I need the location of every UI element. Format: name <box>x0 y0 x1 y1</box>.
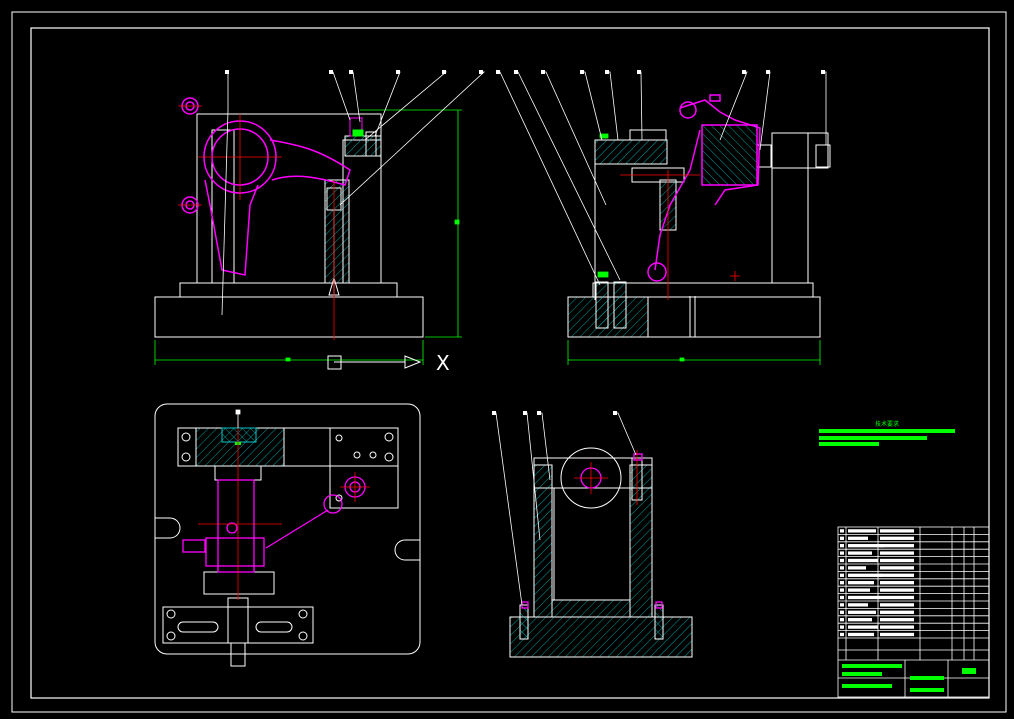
title-block-cell-text <box>848 618 872 622</box>
title-block-cell-text <box>880 603 914 607</box>
front-leaders <box>221 71 486 316</box>
title-block-cell-text <box>848 573 882 577</box>
title-block-cell-text <box>848 581 874 585</box>
section-view <box>509 447 693 658</box>
title-block-cell-text <box>880 551 914 555</box>
title-block-cell-text <box>840 595 844 600</box>
title-block-cell-text <box>840 625 844 629</box>
top-hatch <box>221 427 257 445</box>
front-dimensions <box>154 109 462 365</box>
top-leader <box>235 409 241 428</box>
section-balloons <box>492 411 617 415</box>
title-block-cell-text <box>848 603 868 607</box>
side-view <box>567 129 831 338</box>
title-block-cell-text <box>880 588 914 592</box>
title-block-cell-text <box>848 610 876 614</box>
title-block-cell-text <box>880 595 914 600</box>
front-view <box>154 113 424 338</box>
title-block-cell-text <box>840 603 844 607</box>
side-centerlines <box>620 170 740 300</box>
title-block-cell-text <box>840 632 844 637</box>
side-balloons <box>496 70 825 74</box>
front-balloons <box>225 70 483 74</box>
title-block-cell-text <box>848 625 878 629</box>
title-block-cell-text <box>840 566 844 570</box>
title-block-cell-text <box>840 536 844 540</box>
section-centerlines <box>574 450 638 505</box>
title-block-cell-text <box>880 618 914 622</box>
top-centerlines <box>198 420 370 600</box>
side-workpiece <box>647 94 761 282</box>
title-block-cell-text <box>848 536 868 540</box>
side-dimension <box>567 133 821 365</box>
title-block-cell-text <box>840 529 844 533</box>
title-block-cell-text <box>848 558 878 563</box>
title-block-cell-text <box>848 632 874 637</box>
title-block-cell-text <box>880 544 914 548</box>
top-workpiece <box>182 476 366 573</box>
title-block-text <box>840 529 976 692</box>
title-block-cell-text <box>840 610 844 614</box>
title-block-cell-text <box>848 566 866 570</box>
title-block-cell-text <box>848 595 880 600</box>
section-leaders <box>493 412 637 606</box>
title-block-cell-text <box>880 625 914 629</box>
title-block-cell-text <box>848 588 870 592</box>
front-centerlines <box>178 105 335 340</box>
title-block-cell-text <box>840 558 844 563</box>
title-block-cell-text <box>848 544 884 548</box>
title-block-cell-text <box>880 529 914 533</box>
title-block <box>837 526 990 698</box>
inner-border <box>30 27 990 699</box>
note-line-3 <box>819 442 879 446</box>
title-block-cell-text <box>880 566 914 570</box>
title-block-cell-text <box>840 581 844 585</box>
axis-indicator <box>327 355 422 370</box>
axis-letter: X <box>436 351 450 375</box>
title-block-cell-text <box>880 610 914 614</box>
title-block-cell-text <box>840 618 844 622</box>
title-block-cell-text <box>880 581 914 585</box>
title-block-cell-text <box>880 536 914 540</box>
title-block-cell-text <box>840 588 844 592</box>
side-leaders <box>497 71 827 286</box>
title-block-cell-text <box>880 632 914 637</box>
note-line-2 <box>819 436 927 440</box>
technical-notes: 技术要求 <box>819 420 955 446</box>
title-block-cell-text <box>848 529 876 533</box>
title-block-cell-text <box>840 544 844 548</box>
title-block-cell-text <box>848 551 872 555</box>
notes-title: 技术要求 <box>875 420 899 428</box>
title-block-cell-text <box>840 551 844 555</box>
title-block-cell-text <box>840 573 844 577</box>
title-block-cell-text <box>880 558 914 563</box>
title-block-cell-text <box>880 573 914 577</box>
top-view <box>154 403 421 667</box>
outer-border <box>11 11 1007 713</box>
note-line-1 <box>819 429 955 433</box>
